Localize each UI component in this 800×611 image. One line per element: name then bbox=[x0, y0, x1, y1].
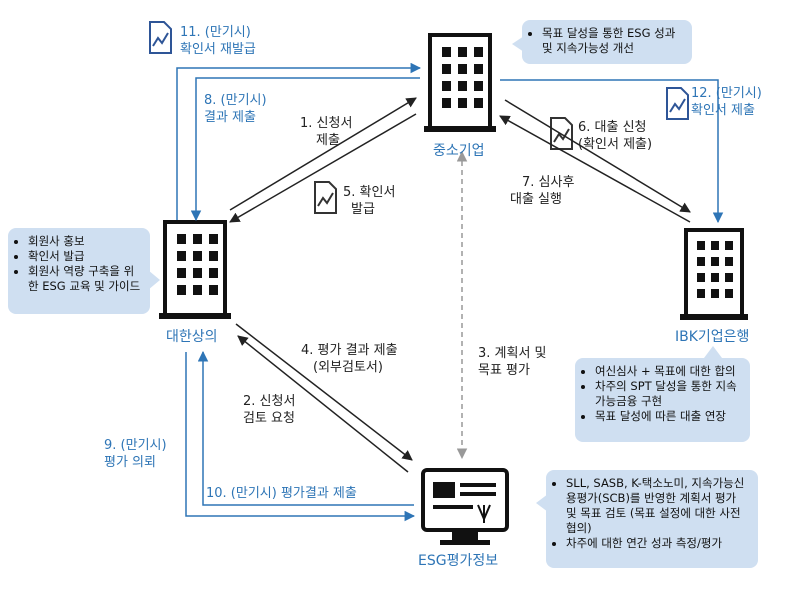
arrow-step-5 bbox=[229, 113, 417, 223]
arrow-step-8 bbox=[190, 77, 420, 222]
note-sme: 목표 달성을 통한 ESG 성과 및 지속가능성 개선 bbox=[522, 20, 692, 64]
arrow-step-12 bbox=[500, 79, 724, 224]
arrow-step-2 bbox=[235, 323, 413, 461]
arrow-step-7 bbox=[504, 99, 691, 213]
document-chart-icon bbox=[666, 87, 689, 120]
arrow-step-10 bbox=[197, 350, 414, 506]
step-4-label: 4. 평가 결과 제출(외부검토서) bbox=[301, 343, 398, 375]
step-10-label: 10. (만기시) 평가결과 제출 bbox=[206, 486, 357, 501]
document-chart-icon bbox=[149, 21, 172, 54]
arrow-step-1 bbox=[229, 97, 417, 211]
step-12-label: 12. (만기시)확인서 제출 bbox=[691, 86, 762, 118]
arrow-step-9 bbox=[185, 352, 416, 522]
arrow-step-6 bbox=[499, 115, 691, 223]
note-chamber: 회원사 홍보 확인서 발급 회원사 역량 구축을 위한 ESG 교육 및 가이드 bbox=[8, 228, 150, 314]
node-label-sme: 중소기업 bbox=[433, 143, 485, 159]
step-8-label: 8. (만기시)결과 제출 bbox=[204, 93, 267, 125]
step-9-label: 9. (만기시)평가 의뢰 bbox=[104, 438, 167, 470]
node-label-chamber: 대한상의 bbox=[166, 329, 218, 345]
arrow-step-4 bbox=[237, 335, 409, 473]
step-11-label: 11. (만기시)확인서 재발급 bbox=[180, 25, 256, 57]
computer-icon bbox=[421, 468, 509, 545]
building-icon bbox=[424, 33, 496, 132]
node-label-bank: IBK기업은행 bbox=[675, 329, 750, 345]
step-6-label: 6. 대출 신청(확인서 제출) bbox=[578, 120, 653, 152]
note-bank: 여신심사 + 목표에 대한 합의 차주의 SPT 달성을 통한 지속가능금융 구… bbox=[575, 358, 750, 442]
building-icon bbox=[159, 220, 231, 319]
document-chart-icon bbox=[314, 181, 337, 214]
arrow-step-11 bbox=[176, 62, 422, 220]
building-icon bbox=[680, 228, 748, 320]
note-esg: SLL, SASB, K-택소노미, 지속가능신용평가(SCB)를 반영한 계획… bbox=[546, 470, 758, 568]
node-label-esg: ESG평가정보 bbox=[418, 553, 499, 569]
